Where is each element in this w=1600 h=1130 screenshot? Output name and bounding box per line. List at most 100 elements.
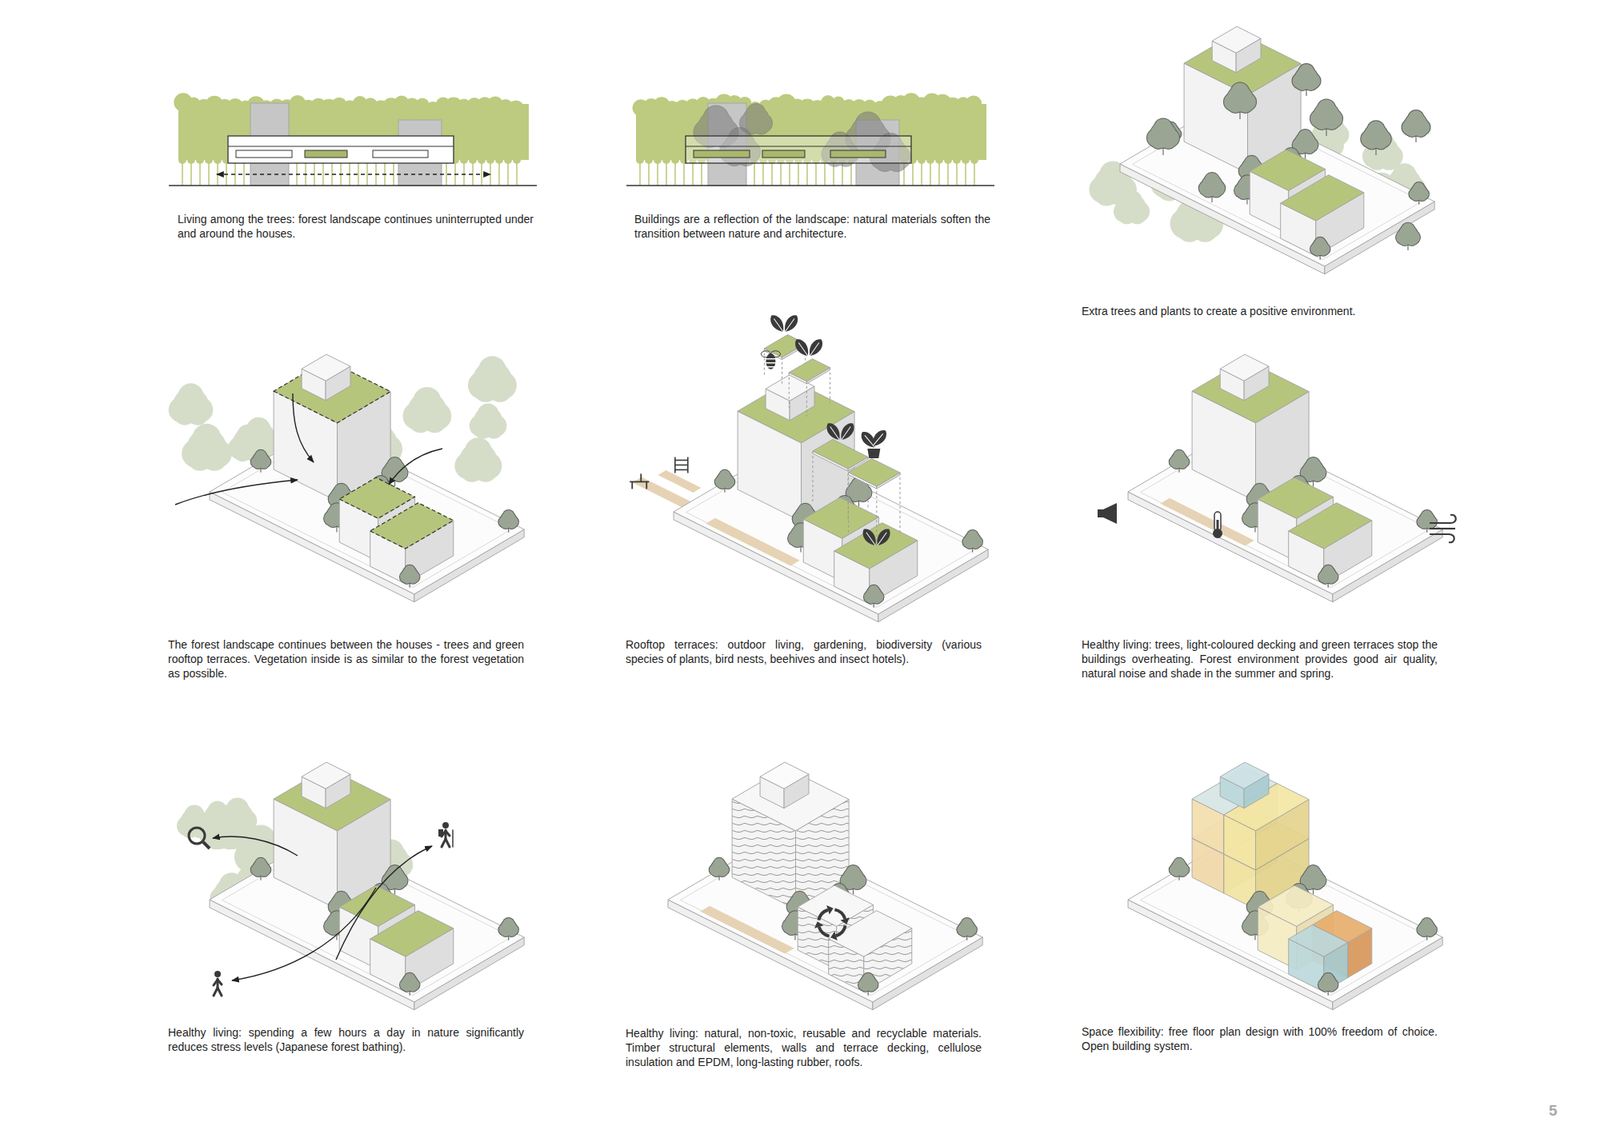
- tree-canopy: [714, 469, 736, 490]
- roof: [1288, 924, 1348, 957]
- tree-trunk: [973, 160, 976, 186]
- tree-canopy: [1309, 236, 1332, 257]
- tree-trunk: [815, 160, 817, 186]
- speaker-icon: [1097, 503, 1117, 524]
- tree-trunk: [665, 160, 668, 186]
- tree-top: [508, 100, 524, 116]
- tree-fill: [1413, 123, 1428, 137]
- roof: [1220, 354, 1269, 381]
- site-diagram: [168, 354, 524, 603]
- wind-icon: [1429, 515, 1456, 543]
- projection-line: [829, 368, 831, 404]
- tree-fill: [1209, 184, 1223, 198]
- building-block: [1220, 762, 1269, 809]
- tree-canopy: [403, 387, 452, 433]
- ground-line: [626, 184, 995, 187]
- site-diagram: [1128, 762, 1443, 1011]
- tree-trunk: [824, 160, 826, 186]
- tree-fill: [1177, 459, 1188, 469]
- green-strip: [304, 150, 348, 158]
- tree-fill: [1406, 234, 1418, 246]
- tree-canopy: [1360, 120, 1392, 150]
- site-diagram: [176, 762, 524, 1011]
- roof: [828, 911, 912, 957]
- tree-fill: [1326, 574, 1336, 584]
- caption: Healthy living: natural, non-toxic, reus…: [625, 1026, 982, 1070]
- tree-fill: [203, 447, 227, 471]
- tree-trunk: [304, 160, 307, 186]
- tree-fill: [1324, 114, 1340, 130]
- bench-icon: [629, 473, 649, 489]
- leaf-icon: [824, 420, 844, 444]
- tree-trunk: [964, 160, 967, 186]
- walker-icon: [213, 971, 222, 996]
- bee-icon: [760, 351, 780, 370]
- caption: Extra trees and plants to create a posit…: [1081, 304, 1438, 319]
- tree-fill: [1237, 97, 1253, 113]
- roof: [1128, 835, 1443, 1003]
- building-block: [834, 523, 918, 604]
- tree-fill: [1177, 867, 1188, 877]
- building-block: [1220, 354, 1269, 401]
- tree-canopy: [1408, 181, 1429, 202]
- building-block: [1288, 503, 1372, 584]
- tree-trunk: [348, 160, 351, 186]
- tree-canopy: [1416, 917, 1437, 938]
- tree-canopy: [739, 103, 773, 136]
- tree-canopy: [399, 564, 420, 585]
- floor-line: [685, 146, 912, 148]
- roof: [834, 523, 918, 569]
- tree-canopy: [468, 356, 517, 403]
- tree-trunk: [225, 160, 228, 186]
- tree-trunk: [366, 160, 368, 186]
- tree-canopy: [956, 917, 977, 938]
- tree-fill: [408, 982, 418, 992]
- tree-trunk: [956, 160, 958, 186]
- tree-canopy: [1416, 509, 1437, 530]
- tree-trunk: [296, 160, 298, 186]
- tree-trunk: [507, 160, 509, 186]
- tree-trunk: [208, 160, 210, 186]
- roof: [1220, 762, 1269, 789]
- page-number: 5: [1548, 1102, 1558, 1120]
- tree-trunk: [771, 160, 773, 186]
- projection-line: [848, 472, 849, 536]
- tree-canopy: [1317, 972, 1340, 993]
- tree-trunk: [797, 160, 800, 186]
- tree-trunk: [454, 160, 456, 186]
- tree-fill: [1327, 129, 1345, 148]
- building-block: [760, 762, 809, 809]
- tree-fill: [723, 479, 733, 489]
- tree-fill: [234, 816, 252, 834]
- tree-trunk: [780, 160, 782, 186]
- tree-canopy: [217, 797, 257, 835]
- tree-fill: [485, 420, 503, 438]
- tree-trunk: [753, 160, 756, 186]
- tree-trunk: [357, 160, 360, 186]
- continuity-arrow: [216, 173, 491, 175]
- building-block: [828, 911, 912, 993]
- site-diagram: [629, 312, 988, 623]
- tree-canopy: [961, 529, 983, 550]
- plant-icon: [824, 420, 858, 444]
- tree-trunk: [683, 160, 685, 186]
- arrow: [232, 888, 376, 981]
- tree-fill: [851, 877, 864, 890]
- leaf-icon: [792, 336, 812, 360]
- projection-line: [781, 357, 783, 385]
- plant-icon: [792, 336, 826, 360]
- green-strip: [693, 150, 750, 158]
- tree-trunk: [692, 160, 694, 186]
- projection-line: [788, 372, 790, 408]
- tree-canopy: [1309, 98, 1344, 131]
- tree-trunk: [674, 160, 676, 186]
- insect-hotel-icon: [675, 456, 688, 473]
- roof: [301, 354, 351, 381]
- tree-trunk: [648, 160, 650, 186]
- tree-canopy: [857, 972, 880, 993]
- tree-canopy: [399, 972, 420, 993]
- tree-fill: [1128, 207, 1146, 224]
- building-block: [788, 359, 830, 384]
- tree-canopy: [1317, 564, 1340, 585]
